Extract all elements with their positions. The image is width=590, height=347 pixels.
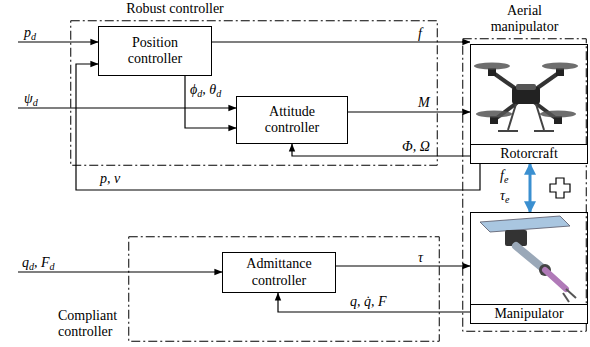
box-caption: Manipulator	[471, 304, 587, 323]
quadcopter-illustration	[474, 63, 578, 132]
symbol-part: F	[378, 294, 387, 309]
group-title: Compliant controller	[58, 308, 124, 340]
box-text: Admittance controller	[233, 256, 325, 288]
signal-label: τ	[418, 250, 423, 265]
symbol-part: f	[418, 26, 422, 41]
symbol-part: p	[24, 25, 31, 40]
signal-arrow	[292, 144, 470, 156]
signal-label: q, q̇, F	[350, 294, 387, 309]
gripper-finger	[563, 293, 569, 302]
symbol-part: τ	[500, 188, 505, 203]
dash-dot-border	[463, 39, 587, 332]
symbol-part: ϕ	[190, 82, 197, 97]
rotor	[476, 111, 512, 118]
quadcopter-cover	[516, 84, 536, 90]
signal-label: ψd	[24, 91, 38, 106]
signal-label: M	[418, 95, 430, 110]
rotor	[540, 111, 576, 118]
manipulator-illustration	[480, 216, 576, 302]
signal-label: p, v	[100, 171, 120, 186]
box-text: Attitude controller	[250, 104, 334, 136]
process-box: Admittance controller	[222, 252, 336, 293]
symbol-part: τ	[418, 250, 423, 265]
controller-group: Robust controllerPosition controllerAtti…	[70, 20, 438, 166]
symbol-part: ,	[371, 294, 378, 309]
symbol-part: Φ	[402, 139, 413, 154]
symbol-part: q̇	[364, 294, 371, 309]
rotorcraft-box: Rotorcraft	[470, 44, 588, 164]
symbol-subscript: d	[33, 97, 38, 108]
signal-arrow	[185, 76, 236, 128]
manipulator-box: Manipulator	[470, 212, 588, 324]
signal-arrow	[348, 111, 470, 112]
dash-dot-border	[129, 237, 440, 342]
symbol-part: θ	[209, 82, 216, 97]
symbol-part: v	[114, 171, 120, 186]
group-title: Aerial manipulator	[482, 3, 567, 35]
symbol-part: ,	[413, 139, 420, 154]
input-arrow	[18, 41, 98, 42]
signal-arrow	[278, 293, 470, 312]
symbol-subscript: d	[197, 88, 202, 99]
symbol-part: M	[418, 95, 430, 110]
symbol-subscript: e	[505, 194, 509, 205]
symbol-subscript: d	[31, 31, 36, 42]
input-arrow	[18, 271, 222, 272]
group-outline	[70, 20, 438, 166]
group-outline	[462, 38, 587, 332]
process-box: Attitude controller	[236, 96, 348, 144]
rotor	[474, 63, 510, 70]
symbol-part: f	[500, 168, 504, 183]
gripper-finger	[566, 289, 576, 298]
landing-skid	[534, 130, 554, 132]
landing-gear	[536, 104, 544, 130]
symbol-part: F	[41, 255, 50, 270]
box-caption: Rotorcraft	[471, 144, 587, 163]
signal-label: f	[418, 26, 422, 41]
box-text: Position controller	[113, 35, 197, 67]
group-title: Robust controller	[95, 1, 255, 17]
signal-label: qd, Fd	[22, 255, 55, 270]
signal-label: τe	[500, 188, 510, 203]
signal-arrow	[76, 64, 480, 190]
dash-dot-border	[71, 21, 438, 166]
input-arrow	[18, 107, 236, 108]
symbol-part: q	[350, 294, 357, 309]
symbol-part: ψ	[24, 91, 33, 106]
symbol-subscript: d	[50, 261, 55, 272]
symbol-subscript: d	[29, 261, 34, 272]
symbol-part: ,	[107, 171, 114, 186]
symbol-subscript: e	[504, 174, 508, 185]
symbol-part: q	[22, 255, 29, 270]
signal-label: Φ, Ω	[402, 139, 430, 154]
symbol-part: ,	[34, 255, 41, 270]
rotor	[542, 63, 578, 70]
symbol-part: p	[100, 171, 107, 186]
landing-skid	[498, 130, 518, 132]
signal-arrow	[212, 41, 470, 42]
symbol-part: ,	[202, 82, 209, 97]
symbol-part: ,	[357, 294, 364, 309]
controller-group: Compliant controllerAdmittance controlle…	[128, 236, 440, 342]
plus-symbol	[550, 178, 570, 198]
symbol-subscript: d	[216, 88, 221, 99]
process-box: Position controller	[98, 26, 212, 76]
signal-arrow	[336, 265, 470, 266]
signal-label: ϕd, θd	[190, 82, 221, 97]
signal-label: fe	[500, 168, 508, 183]
landing-gear	[508, 104, 516, 130]
symbol-part: Ω	[420, 139, 430, 154]
mounting-plate	[480, 216, 570, 232]
signal-label: pd	[24, 25, 36, 40]
system-group: Aerial manipulatorRotorcraftManipulator	[462, 38, 587, 332]
interaction-arrow	[529, 164, 532, 212]
arm-link	[545, 270, 566, 289]
